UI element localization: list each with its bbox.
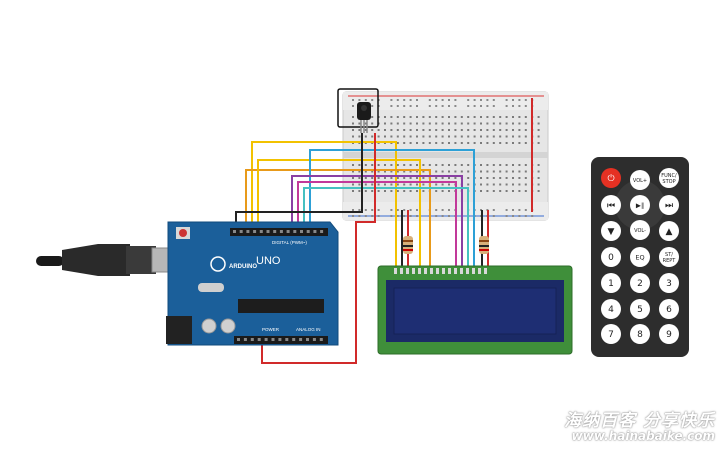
remote-button-n8[interactable]: 8 [630,324,650,344]
arduino-header-pins [233,230,324,341]
ir-remote: ⏻ VOL+ FUNC/STOP ⏮ ▶∥ ⏭ ▼ VOL- ▲ 0 EQ ST/REPT 1 2 3 4 5 6… [591,157,689,357]
remote-button-vol_down-label: VOL- [634,228,646,234]
remote-button-func_stop-label: FUNC/ [661,173,677,179]
remote-button-st_rept-label: REPT [663,258,677,264]
breadboard [342,91,549,221]
remote-button-eq[interactable]: EQ [630,247,650,267]
arduino-uno: ARDUINO UNO DIGITAL (PWM~) POWER ANALOG … [166,221,339,346]
remote-button-n7-face [601,324,621,344]
remote-button-n1-label: 1 [608,279,614,289]
remote-button-rewind-label: ⏮ [607,201,615,211]
remote-button-n8-face [630,324,650,344]
watermark-line1: 海纳百客 分享快乐 [564,410,715,431]
remote-button-power-label: ⏻ [607,173,614,184]
lcd-pin-header [394,268,487,274]
wire-purple [291,175,463,270]
remote-button-func_stop-label: STOP [662,179,675,185]
remote-button-n4-face [601,299,621,319]
remote-button-n3-label: 3 [666,279,672,289]
watermark-line2: www.hainabaike.com [571,429,715,444]
remote-button-n9[interactable]: 9 [659,324,679,344]
wire-yellow-2 [257,159,421,270]
watermark: 海纳百客 分享快乐 www.hainabaike.com [564,410,715,444]
arduino-model: UNO [256,255,281,267]
remote-button-n3-face [659,273,679,293]
remote-button-n9-label: 9 [666,330,672,340]
remote-button-n9-face [659,324,679,344]
remote-button-n2-label: 2 [637,279,643,289]
remote-keypad: ⏻ VOL+ FUNC/STOP ⏮ ▶∥ ⏭ ▼ VOL- ▲ 0 EQ ST/REPT 1 2 3 4 5 6… [601,168,679,344]
remote-button-fast_forward-label: ⏭ [665,201,673,211]
remote-button-n5-face [630,299,650,319]
ir-receiver [337,88,379,133]
remote-button-vol_down-face [630,220,650,240]
remote-button-st_rept[interactable]: ST/REPT [659,247,679,267]
remote-button-up-label: ▲ [666,227,673,237]
wire-cyan [303,187,469,270]
remote-button-power[interactable]: ⏻ [601,168,621,188]
remote-button-n1[interactable]: 1 [601,273,621,293]
wire-magenta [297,181,457,270]
remote-button-play_pause[interactable]: ▶∥ [630,195,650,215]
remote-button-n4-label: 4 [608,305,614,315]
remote-button-n6-label: 6 [666,305,672,315]
usb-cable [36,244,189,276]
lcd-module [377,265,573,355]
remote-button-n7-label: 7 [608,330,614,340]
remote-button-eq-face [630,247,650,267]
header-digital-label: DIGITAL (PWM~) [272,240,307,245]
resistor-2 [479,236,489,254]
remote-button-vol_up-label: VOL+ [633,178,647,184]
remote-button-st_rept-face [659,247,679,267]
remote-button-fast_forward-face [659,195,679,215]
remote-button-down-face [601,221,621,241]
remote-button-func_stop[interactable]: FUNC/STOP [659,168,679,188]
remote-button-n5[interactable]: 5 [630,299,650,319]
remote-button-func_stop-face [659,168,679,188]
remote-button-n0-label: 0 [608,253,614,263]
remote-button-n2-face [630,273,650,293]
remote-button-n3[interactable]: 3 [659,273,679,293]
remote-button-n6-face [659,299,679,319]
remote-button-n2[interactable]: 2 [630,273,650,293]
remote-button-rewind-face [601,195,621,215]
remote-button-n5-label: 5 [637,305,643,315]
remote-button-fast_forward[interactable]: ⏭ [659,195,679,215]
wire-blue [309,149,475,270]
header-analog-label: ANALOG IN [296,327,321,332]
remote-button-n7[interactable]: 7 [601,324,621,344]
remote-button-n8-label: 8 [637,330,643,340]
remote-button-n6[interactable]: 6 [659,299,679,319]
remote-button-power-face [601,168,621,188]
remote-button-n4[interactable]: 4 [601,299,621,319]
wire-yellow [251,141,397,270]
remote-button-st_rept-label: ST/ [665,252,673,258]
remote-button-rewind[interactable]: ⏮ [601,195,621,215]
remote-button-n0-face [601,247,621,267]
remote-button-up[interactable]: ▲ [659,221,679,241]
remote-button-vol_up-face [630,170,650,190]
remote-button-n0[interactable]: 0 [601,247,621,267]
remote-button-vol_down[interactable]: VOL- [630,220,650,240]
wire-red-vcc [261,133,376,364]
remote-button-down-label: ▼ [608,227,615,237]
wire-orange [245,169,431,270]
resistor-1 [403,236,413,254]
header-power-label: POWER [262,327,280,332]
remote-button-n1-face [601,273,621,293]
arduino-brand: ARDUINO [229,264,257,270]
remote-button-play_pause-face [630,195,650,215]
remote-button-eq-label: EQ [635,253,644,261]
remote-button-play_pause-label: ▶∥ [636,201,644,209]
remote-button-vol_up[interactable]: VOL+ [630,170,650,190]
remote-button-down[interactable]: ▼ [601,221,621,241]
remote-button-up-face [659,221,679,241]
